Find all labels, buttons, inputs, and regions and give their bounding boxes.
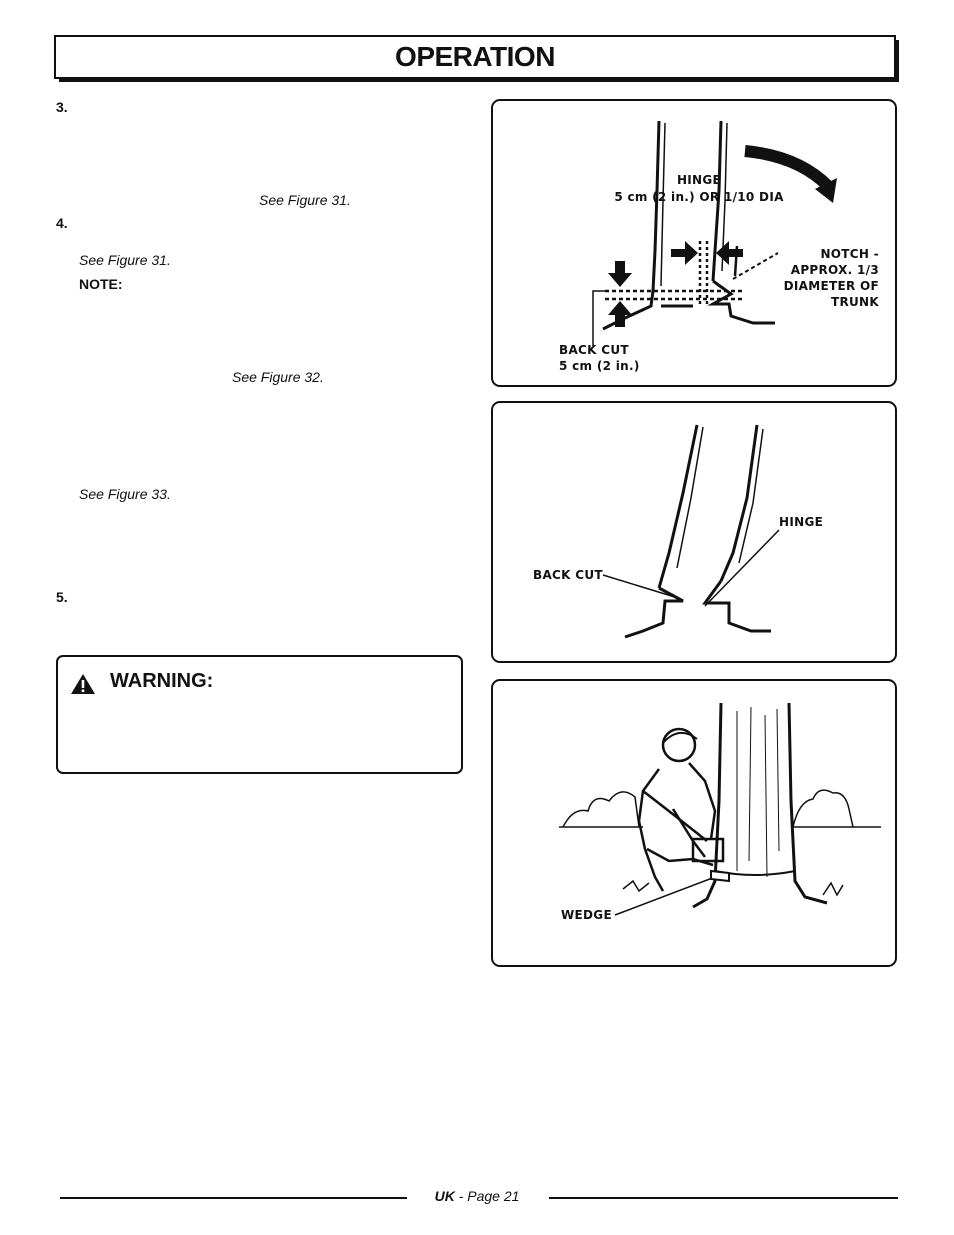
fig32-hinge-label: HINGE <box>779 515 824 529</box>
step-3-number: 3. <box>56 99 68 115</box>
fig31-notch-line-3: DIAMETER OF <box>783 279 879 293</box>
step-4-number: 4. <box>56 215 68 231</box>
fig33-wedge-label: WEDGE <box>561 908 612 922</box>
figure-32-felling-diagram: HINGE BACK CUT <box>491 401 897 663</box>
step-4-figure-ref-33: See Figure 33. <box>79 486 171 502</box>
warning-title: WARNING: <box>110 670 214 692</box>
fig31-notch-line-4: TRUNK <box>830 295 879 309</box>
figure-33-illustration <box>559 702 881 916</box>
fig31-back-cut-size: 5 cm (2 in.) <box>559 359 640 373</box>
fig31-notch-line-2: APPROX. 1/3 <box>790 263 879 277</box>
footer-region: UK <box>434 1188 455 1204</box>
step-4-figure-ref-32: See Figure 32. <box>232 369 324 385</box>
step-3-figure-ref: See Figure 31. <box>259 192 351 208</box>
step-4-figure-ref-31: See Figure 31. <box>79 252 171 268</box>
fig31-hinge-size: 5 cm (2 in.) OR 1/10 DIA <box>614 190 784 204</box>
figure-31-illustration <box>592 120 837 346</box>
figure-32-illustration <box>602 424 780 639</box>
figure-31-notch-diagram: HINGE 5 cm (2 in.) OR 1/10 DIA NOTCH - A… <box>491 99 897 387</box>
step-5-number: 5. <box>56 589 68 605</box>
fig31-back-cut-label: BACK CUT <box>559 343 629 357</box>
fig31-hinge-label: HINGE <box>676 173 722 187</box>
footer-rule-right <box>549 1197 898 1199</box>
page-title-box: OPERATION <box>54 35 896 79</box>
figure-33-wedge-diagram: WEDGE <box>491 679 897 967</box>
footer-rule-left <box>60 1197 407 1199</box>
fig32-back-cut-label: BACK CUT <box>533 568 603 582</box>
footer-page-number: - Page 21 <box>454 1188 520 1204</box>
warning-box: WARNING: <box>56 655 463 774</box>
note-label: NOTE: <box>79 276 123 292</box>
fig31-notch-line-1: NOTCH - <box>820 247 879 261</box>
page-footer: UK - Page 21 <box>0 1188 954 1204</box>
page-title: OPERATION <box>395 41 555 72</box>
warning-triangle-icon <box>71 674 95 694</box>
